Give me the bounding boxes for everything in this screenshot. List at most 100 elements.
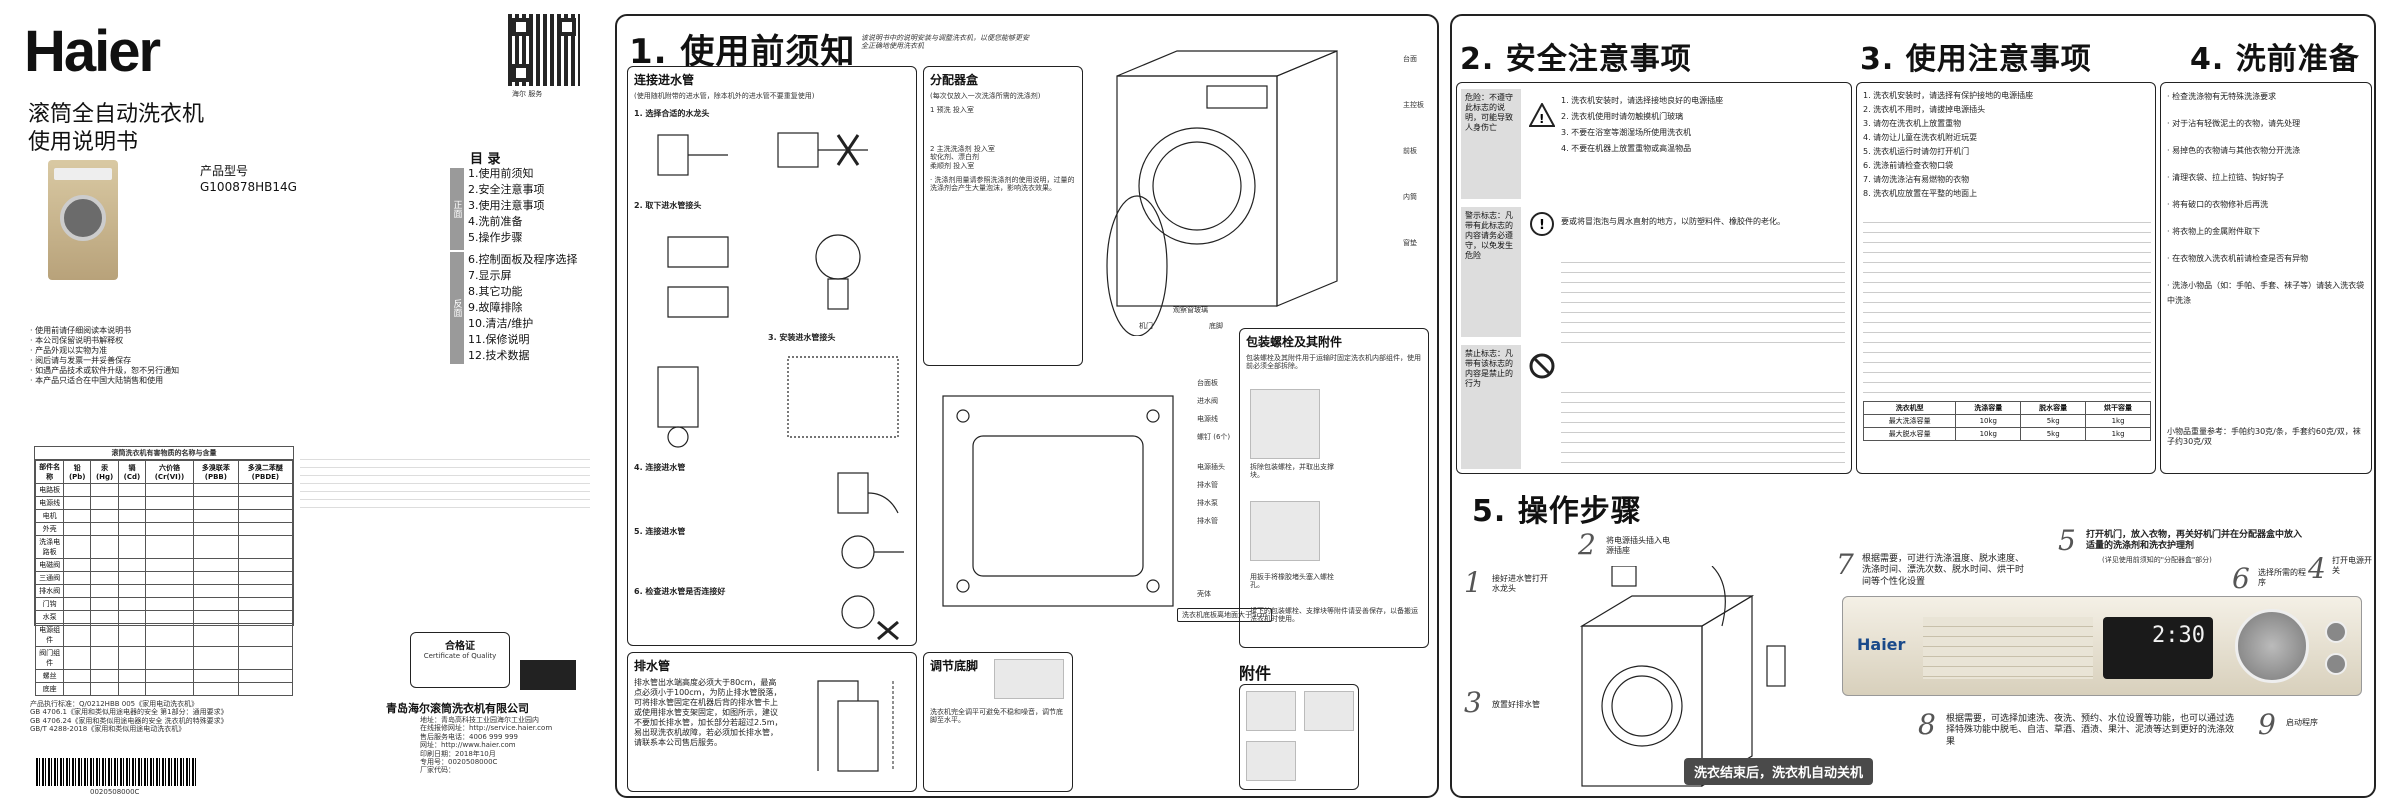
hazard-row: 三通阀 — [34, 571, 294, 586]
step-number: 9 — [2258, 708, 2276, 741]
toc-band-back-label: 反面 — [451, 299, 462, 317]
step-1: 1. 选择合适的水龙头 — [634, 109, 710, 118]
hazard-cell — [63, 522, 92, 537]
hose-connector-diagram — [667, 234, 861, 318]
step-number: 1 — [1464, 566, 1482, 599]
cover-title-2: 使用说明书 — [28, 130, 139, 155]
toc-item[interactable]: 10.清洁/维护 — [468, 317, 534, 330]
label-feet: 底脚 — [1209, 322, 1223, 330]
hazard-cell — [63, 496, 92, 511]
safety-side-2: 警示标志：凡带有此标志的内容请务必遵守，以免发生危险 — [1461, 207, 1521, 337]
hazard-part-name: 螺丝 — [34, 669, 65, 684]
qr-code — [508, 14, 580, 86]
model-number: G100878HB14G — [200, 180, 297, 194]
adjust-image — [994, 659, 1064, 699]
start-button[interactable] — [2325, 653, 2347, 675]
toc-item[interactable]: 9.故障排除 — [468, 301, 523, 314]
hazard-row: 电机 — [34, 509, 294, 524]
hazard-cell — [237, 496, 294, 511]
hazard-cell — [192, 509, 239, 524]
adjust-feet-box: 调节底脚 洗衣机完全调平可避免不稳和噪音，调节底脚至水平。 — [923, 652, 1073, 792]
company-name: 青岛海尔滚筒洗衣机有限公司 — [386, 702, 529, 715]
hazard-cell — [192, 682, 239, 697]
hazard-row: 电路板 — [34, 483, 294, 498]
hazard-cell — [237, 584, 294, 599]
hazard-col-header: 六价铬 (Cr(VI)) — [144, 460, 194, 485]
step-number: 4 — [2308, 552, 2326, 585]
model-label: 产品型号 — [200, 164, 249, 178]
toc-item[interactable]: 2.安全注意事项 — [468, 183, 545, 196]
hazard-cell — [237, 646, 294, 671]
usage-item: 5. 洗衣机运行时请勿打开机门 — [1863, 147, 1970, 156]
toc-item[interactable]: 12.技术数据 — [468, 349, 530, 362]
toc-item[interactable]: 7.显示屏 — [468, 269, 512, 282]
standards: 产品执行标准：Q/0212HBB 005《家用电动洗衣机》 GB 4706.1《… — [30, 700, 310, 734]
hazard-cell — [144, 522, 194, 537]
hazard-cell — [117, 669, 146, 684]
toc-item[interactable]: 1.使用前须知 — [468, 167, 534, 180]
back-label: 电源线 — [1197, 415, 1218, 423]
usage-items: 1. 洗衣机安装时，请选择有保护接地的电源插座 2. 洗衣机不用时，请拔掉电源插… — [1863, 89, 2149, 201]
drain-diagram — [817, 680, 894, 772]
service-url[interactable]: 在线报修网址：http://service.haier.com — [420, 724, 553, 733]
usage-item: 6. 洗涤前请检查衣物口袋 — [1863, 161, 1954, 170]
capacity-cell: 5kg — [2020, 414, 2087, 428]
toc-band-front-label: 正面 — [451, 200, 462, 218]
toc-item[interactable]: 5.操作步骤 — [468, 231, 523, 244]
usage-item: 1. 洗衣机安装时，请选择有保护接地的电源插座 — [1863, 91, 2034, 100]
prep-item: · 易掉色的衣物请与其他衣物分开洗涤 — [2167, 146, 2301, 155]
hazard-part-name: 电磁阀 — [34, 558, 65, 573]
dispenser-box: 分配器盒 (每次仅放入一次洗涤所需的洗涤剂) 1 预洗 投入室 2 主洗洗涤剂 … — [923, 66, 1083, 366]
hazard-cell — [144, 597, 194, 612]
back-label: 排水泵 — [1197, 499, 1218, 507]
label-front: 前板 — [1403, 147, 1417, 155]
hazard-cell — [90, 623, 119, 648]
prep-note: 小物品重量参考：手帕约30克/条，手套约60克/双，袜子约30克/双 — [2167, 427, 2361, 446]
cover-note: · 本公司保留说明书解释权 — [30, 336, 124, 345]
usage-item: 2. 洗衣机不用时，请拔掉电源插头 — [1863, 105, 1986, 114]
toc-item[interactable]: 11.保修说明 — [468, 333, 530, 346]
cover-note: · 本产品只适合在中国大陆销售和使用 — [30, 376, 164, 385]
hazard-cell — [192, 558, 239, 573]
power-button[interactable] — [2325, 621, 2347, 643]
hazard-cell — [63, 646, 92, 671]
packing-step-3: 拆下的包装螺栓、支撑块等附件请妥善保存，以备搬运洗衣机时使用。 — [1250, 607, 1418, 624]
prep-box: · 检查洗涤物有无特殊洗涤要求 · 对于沾有轻微泥土的衣物，请先处理 · 易掉色… — [2160, 82, 2372, 474]
hazard-table: 滚筒洗衣机有害物质的名称与含量 部件名称铅 (Pb)汞 (Hg)镉 (Cd)六价… — [34, 446, 294, 697]
hazard-cell — [144, 558, 194, 573]
hazard-cell — [192, 522, 239, 537]
hazard-cell — [144, 535, 194, 560]
hazard-table-title: 滚筒洗衣机有害物质的名称与含量 — [35, 447, 293, 461]
back-label: 排水管 — [1197, 517, 1218, 525]
program-knob[interactable] — [2235, 609, 2309, 683]
inlet-note: (使用随机附带的进水管，除本机外的进水管不要重复使用) — [634, 92, 815, 100]
hazard-cell — [144, 483, 194, 498]
hazard-cell — [192, 669, 239, 684]
capacity-cell: 最大脱水容量 — [1862, 427, 1957, 441]
washer-back-diagram — [942, 395, 1174, 607]
cover-note: · 如遇产品技术或软件升级，恕不另行通知 — [30, 366, 180, 375]
hazard-cell — [90, 509, 119, 524]
section1-title: 1. 使用前须知 — [629, 32, 856, 72]
packing-image-1 — [1250, 389, 1320, 459]
capacity-header: 洗涤容量 — [1955, 401, 2022, 415]
hazard-cell — [144, 571, 194, 586]
machine-labels: 台面 主控板 前板 内筒 窗垫 — [1403, 36, 1424, 266]
company-website[interactable]: 网址：http://www.haier.com — [420, 741, 516, 750]
cover-title-1: 滚筒全自动洗衣机 — [28, 102, 205, 127]
machine-connect-diagram — [841, 535, 904, 569]
step-text: 放置好排水管 — [1492, 700, 1540, 709]
back-label: 螺钉 (6个) — [1197, 433, 1231, 441]
control-panel: Haier 2:30 — [1842, 596, 2362, 696]
hazard-col-header: 镉 (Cd) — [117, 460, 146, 485]
hazard-cell — [144, 610, 194, 625]
hazard-part-name: 外壳 — [34, 522, 65, 537]
toc-item[interactable]: 6.控制面板及程序选择 — [468, 253, 578, 266]
toc-item[interactable]: 8.其它功能 — [468, 285, 523, 298]
toc-item[interactable]: 4.洗前准备 — [468, 215, 523, 228]
step-number: 2 — [1578, 528, 1596, 561]
toc-item[interactable]: 3.使用注意事项 — [468, 199, 545, 212]
accessory-image — [1246, 691, 1296, 731]
hazard-cell — [117, 522, 146, 537]
hazard-part-name: 洗涤电路板 — [34, 535, 65, 560]
